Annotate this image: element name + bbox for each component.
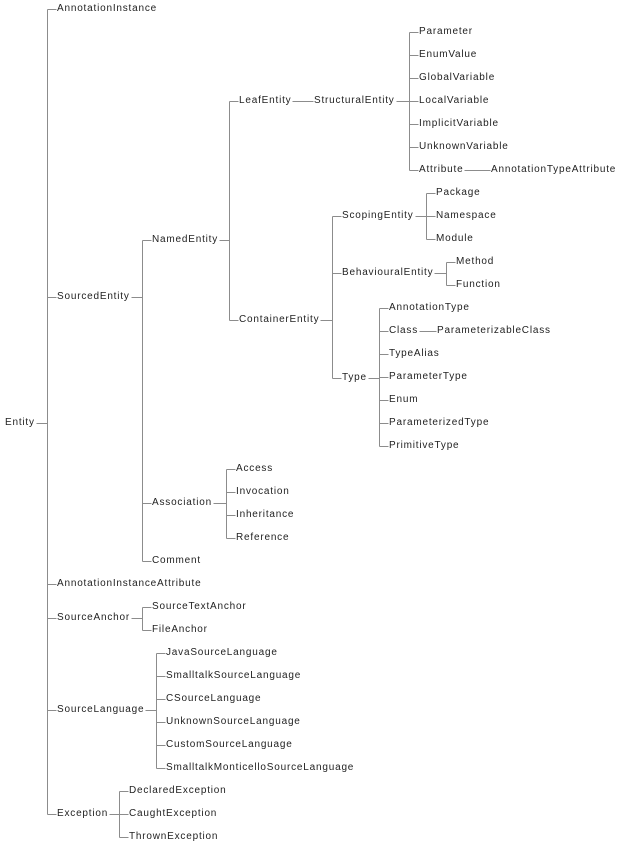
node-file-anchor: FileAnchor (152, 624, 208, 635)
node-parameter: Parameter (419, 26, 473, 37)
node-java-source-language: JavaSourceLanguage (166, 647, 278, 658)
node-custom-source-language: CustomSourceLanguage (166, 739, 293, 750)
node-annotation-instance: AnnotationInstance (57, 3, 158, 14)
node-enum: Enum (389, 394, 419, 405)
node-global-variable: GlobalVariable (419, 72, 496, 83)
node-unknown-variable: UnknownVariable (419, 141, 509, 152)
node-class: Class (389, 325, 419, 336)
node-annotation-instance-attribute: AnnotationInstanceAttribute (57, 578, 202, 589)
node-source-language: SourceLanguage (57, 704, 145, 715)
node-source-text-anchor: SourceTextAnchor (152, 601, 247, 612)
node-parameter-type: ParameterType (389, 371, 468, 382)
node-thrown-exception: ThrownException (129, 831, 219, 842)
node-exception: Exception (57, 808, 109, 819)
node-entity: Entity (5, 417, 35, 428)
node-declared-exception: DeclaredException (129, 785, 227, 796)
node-implicit-variable: ImplicitVariable (419, 118, 499, 129)
node-namespace: Namespace (436, 210, 497, 221)
node-csource-language: CSourceLanguage (166, 693, 262, 704)
node-primitive-type: PrimitiveType (389, 440, 460, 451)
node-scoping-entity: ScopingEntity (342, 210, 414, 221)
node-named-entity: NamedEntity (152, 234, 219, 245)
node-annotation-type: AnnotationType (389, 302, 470, 313)
node-invocation: Invocation (236, 486, 290, 497)
node-type-alias: TypeAlias (389, 348, 440, 359)
node-caught-exception: CaughtException (129, 808, 218, 819)
node-inheritance: Inheritance (236, 509, 295, 520)
node-behavioural-entity: BehaviouralEntity (342, 267, 434, 278)
node-association: Association (152, 497, 212, 508)
node-annotation-type-attribute: AnnotationTypeAttribute (491, 164, 617, 175)
node-attribute: Attribute (419, 164, 464, 175)
node-method: Method (456, 256, 495, 267)
node-parameterized-type: ParameterizedType (389, 417, 490, 428)
node-smalltalk-source-language: SmalltalkSourceLanguage (166, 670, 302, 681)
node-parameterizable-class: ParameterizableClass (437, 325, 551, 336)
node-structural-entity: StructuralEntity (314, 95, 395, 106)
node-reference: Reference (236, 532, 290, 543)
node-container-entity: ContainerEntity (239, 314, 320, 325)
node-enum-value: EnumValue (419, 49, 478, 60)
node-sourced-entity: SourcedEntity (57, 291, 130, 302)
node-unknown-source-language: UnknownSourceLanguage (166, 716, 301, 727)
node-source-anchor: SourceAnchor (57, 612, 130, 623)
node-leaf-entity: LeafEntity (239, 95, 292, 106)
node-type: Type (342, 372, 367, 383)
node-smalltalk-monticello-source-language: SmalltalkMonticelloSourceLanguage (166, 762, 355, 773)
node-function: Function (456, 279, 501, 290)
node-package: Package (436, 187, 481, 198)
node-local-variable: LocalVariable (419, 95, 490, 106)
node-comment: Comment (152, 555, 201, 566)
node-access: Access (236, 463, 274, 474)
node-module: Module (436, 233, 474, 244)
